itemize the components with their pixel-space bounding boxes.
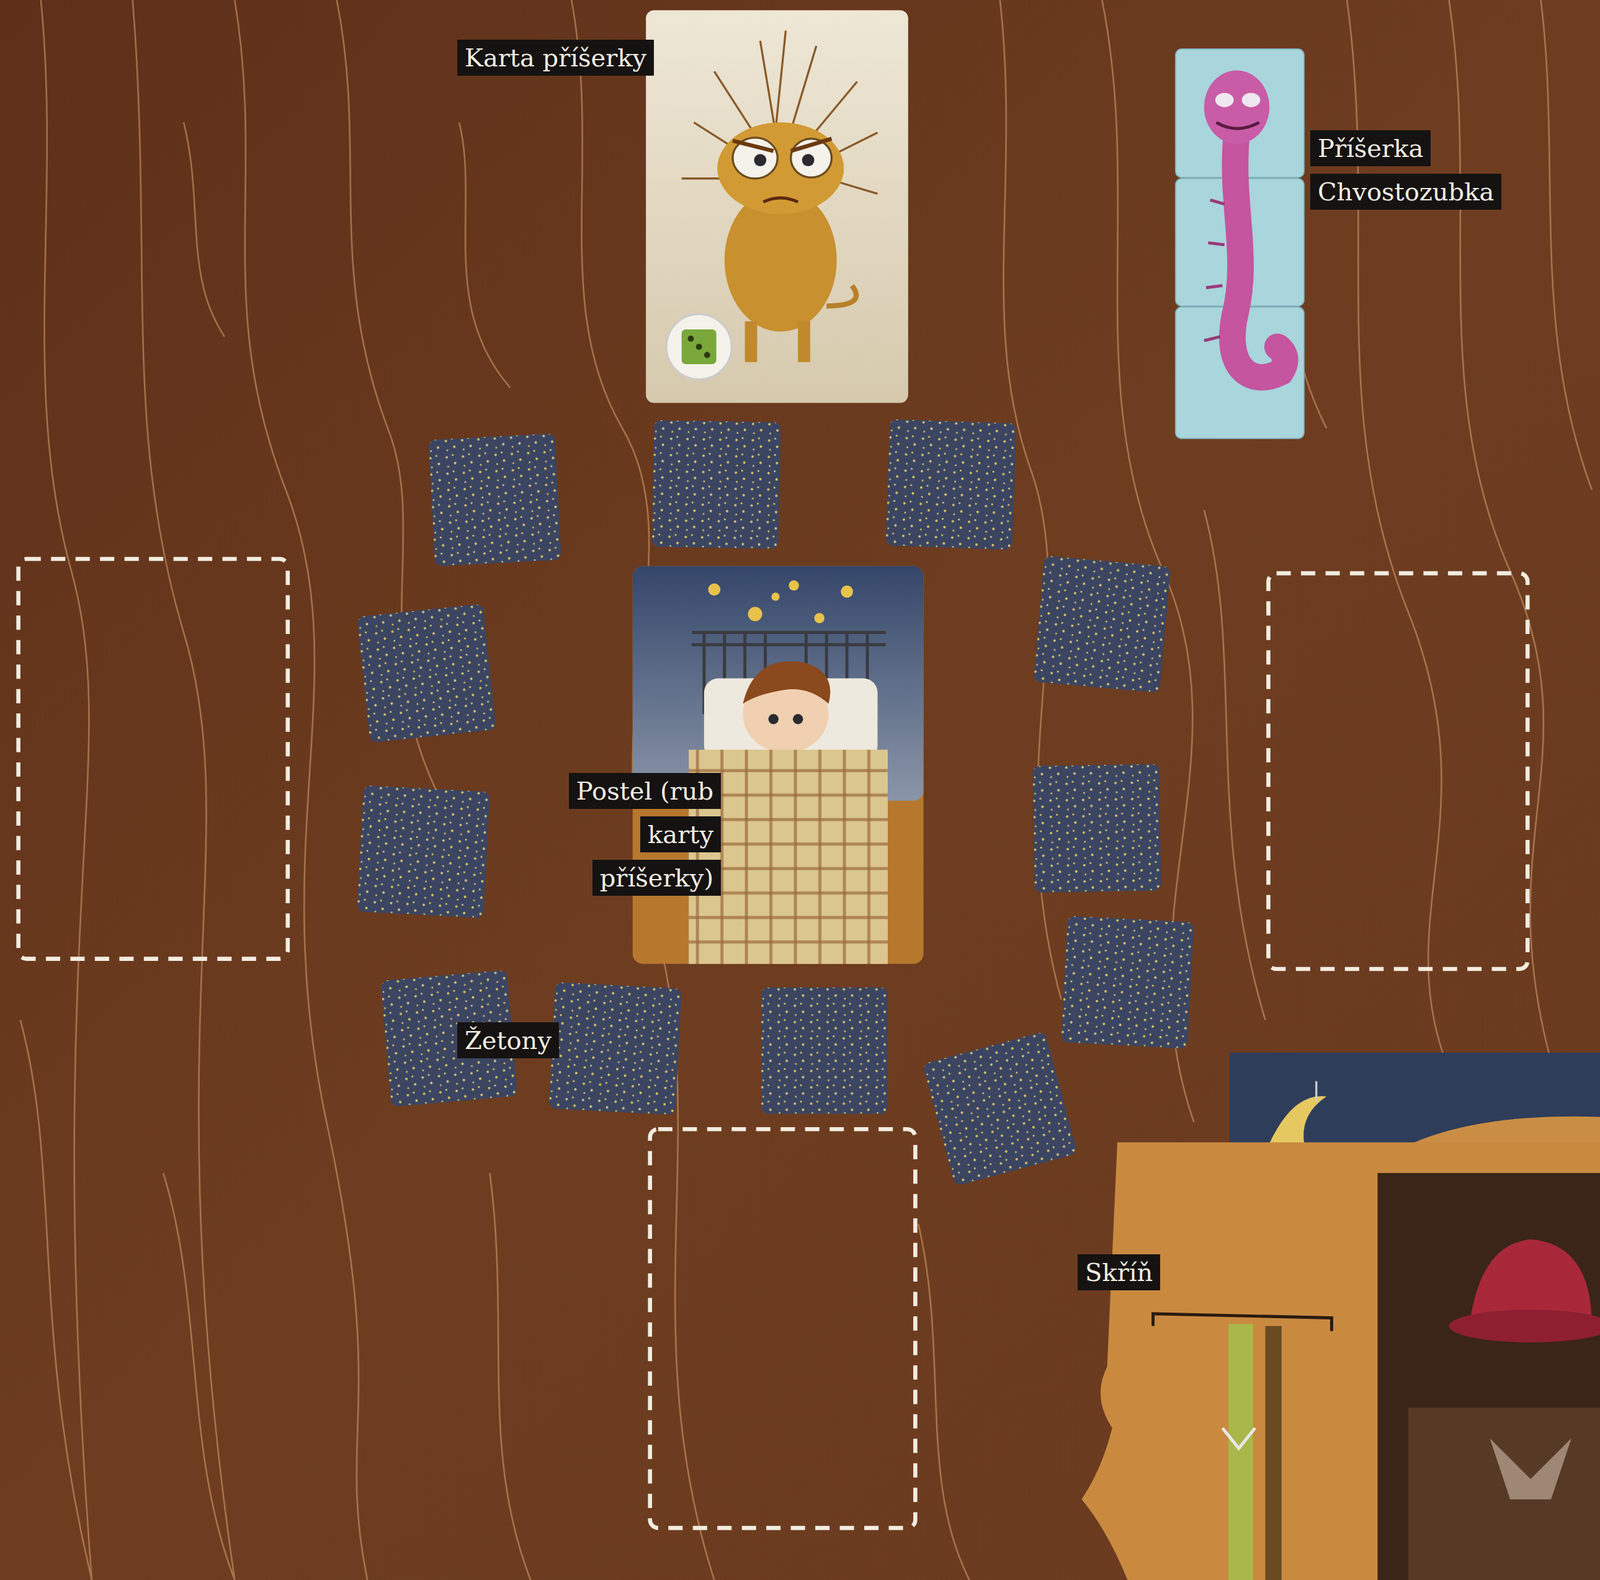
part-label: Příšerka Chvostozubka xyxy=(1310,126,1559,214)
bed-card xyxy=(632,566,924,965)
part-label-text: Postel (rub karty příšerky) xyxy=(568,773,721,896)
part-label: Karta příšerky xyxy=(457,35,654,80)
wardrobe xyxy=(1081,1052,1600,1580)
part-label-text: Karta příšerky xyxy=(457,39,654,76)
part-label: Postel (rub karty příšerky) xyxy=(534,769,721,900)
part-label-text: Skříň xyxy=(1077,1254,1161,1291)
part-label-text: Žetony xyxy=(457,1022,559,1059)
tokens xyxy=(356,419,1194,1187)
tail-monster-cards xyxy=(1175,49,1305,439)
part-label: Žetony xyxy=(457,1018,559,1063)
monster-card xyxy=(645,9,909,403)
part-label: Skříň xyxy=(1077,1250,1161,1295)
part-label-text: Příšerka Chvostozubka xyxy=(1310,130,1502,210)
